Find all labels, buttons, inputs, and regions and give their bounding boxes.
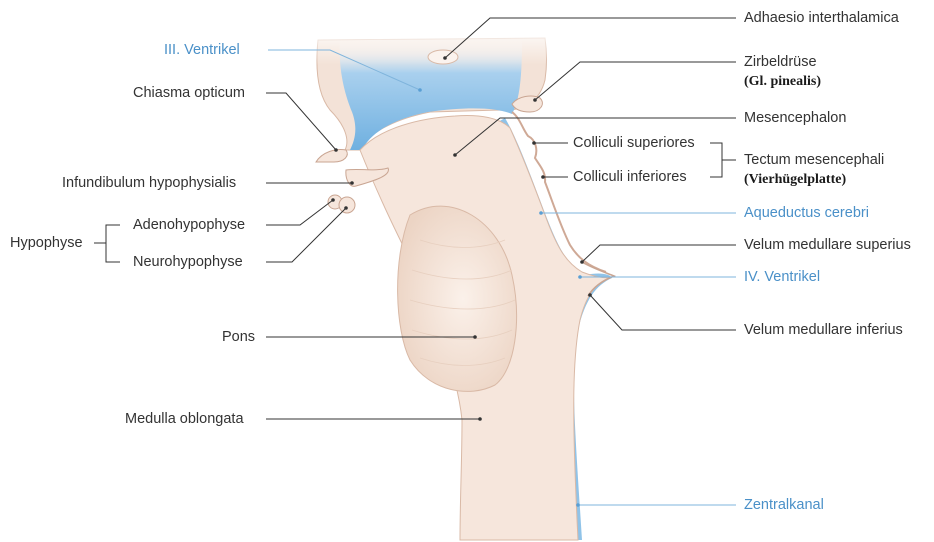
label-chiasma: Chiasma opticum <box>133 85 245 101</box>
label-aqueductus: Aqueductus cerebri <box>744 205 869 221</box>
adhaesio-shape <box>428 50 458 64</box>
label-infundibulum: Infundibulum hypophysialis <box>62 175 236 191</box>
label-colliculi-sup: Colliculi superiores <box>573 135 695 151</box>
label-neurohypophyse: Neurohypophyse <box>133 254 243 270</box>
label-tectum: Tectum mesencephali <box>744 152 884 168</box>
chiasma-shape <box>316 150 347 163</box>
label-medulla: Medulla oblongata <box>125 411 244 427</box>
label-gl-pinealis: (Gl. pinealis) <box>744 74 821 90</box>
label-mesencephalon: Mesencephalon <box>744 110 846 126</box>
label-fourth-ventricle: IV. Ventrikel <box>744 269 820 285</box>
label-adenohypophyse: Adenohypophyse <box>133 217 245 233</box>
label-adhaesio: Adhaesio interthalamica <box>744 10 899 26</box>
label-velum-inf: Velum medullare inferius <box>744 322 903 338</box>
label-vierhuegelplatte: (Vierhügelplatte) <box>744 172 846 188</box>
label-zirbeldruese: Zirbeldrüse <box>744 54 817 70</box>
label-velum-sup: Velum medullare superius <box>744 237 911 253</box>
label-zentralkanal: Zentralkanal <box>744 497 824 513</box>
label-hypophyse: Hypophyse <box>10 235 83 251</box>
neurohypophyse-shape <box>339 197 355 213</box>
label-colliculi-inf: Colliculi inferiores <box>573 169 687 185</box>
label-pons: Pons <box>222 329 255 345</box>
label-third-ventricle: III. Ventrikel <box>164 42 240 58</box>
